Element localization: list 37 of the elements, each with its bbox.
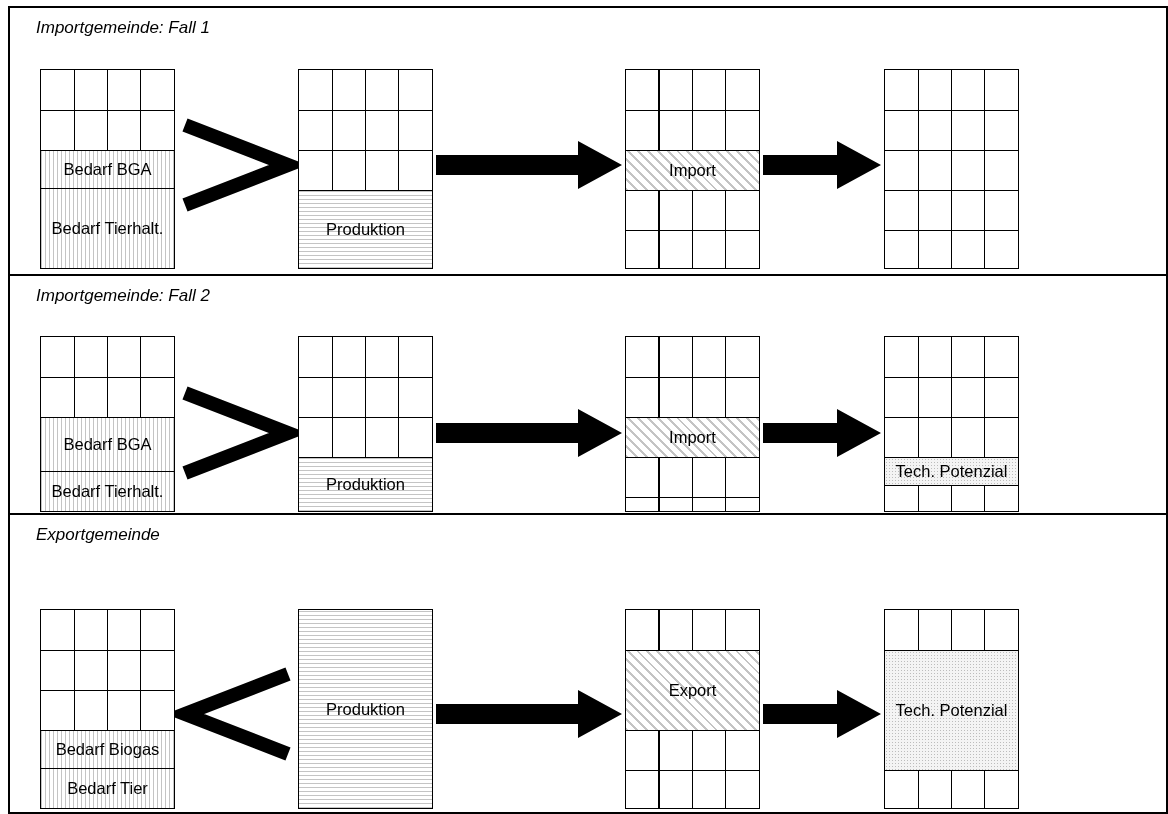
diagonal-hatched-band: Import	[626, 417, 759, 457]
panel	[8, 274, 1168, 515]
vertical-hatched-band: Bedarf Tierhalt.	[41, 471, 174, 511]
diagonal-hatched-band: Export	[626, 650, 759, 730]
block-arrow	[763, 141, 881, 189]
dotted-band: Tech. Potenzial	[885, 650, 1018, 770]
grid-block	[625, 336, 760, 512]
vertical-hatched-band: Bedarf Biogas	[41, 730, 174, 768]
dotted-band: Tech. Potenzial	[885, 457, 1018, 485]
block-arrow	[763, 690, 881, 738]
panel	[8, 6, 1168, 276]
block-arrow	[436, 141, 622, 189]
horizontal-hatched-band: Produktion	[299, 457, 432, 511]
horizontal-hatched-band: Produktion	[299, 190, 432, 268]
grid-block	[40, 69, 175, 269]
vertical-hatched-band: Bedarf Tier	[41, 768, 174, 808]
block-arrow	[436, 690, 622, 738]
grid-block	[298, 69, 433, 269]
diagonal-hatched-band: Import	[626, 150, 759, 190]
horizontal-hatched-band: Produktion	[299, 610, 432, 808]
vertical-hatched-band: Bedarf BGA	[41, 417, 174, 471]
grid-block	[884, 336, 1019, 512]
grid-block	[40, 609, 175, 809]
panel-title: Importgemeinde: Fall 2	[36, 286, 210, 306]
panel-title: Importgemeinde: Fall 1	[36, 18, 210, 38]
vertical-hatched-band: Bedarf Tierhalt.	[41, 188, 174, 268]
grid-block	[884, 69, 1019, 269]
block-arrow	[763, 409, 881, 457]
panel-title: Exportgemeinde	[36, 525, 160, 545]
grid-block	[625, 609, 760, 809]
grid-block	[298, 336, 433, 512]
grid-block	[625, 69, 760, 269]
panel	[8, 513, 1168, 814]
grid-block	[884, 609, 1019, 809]
vertical-hatched-band: Bedarf BGA	[41, 150, 174, 188]
grid-block	[40, 336, 175, 512]
block-arrow	[436, 409, 622, 457]
